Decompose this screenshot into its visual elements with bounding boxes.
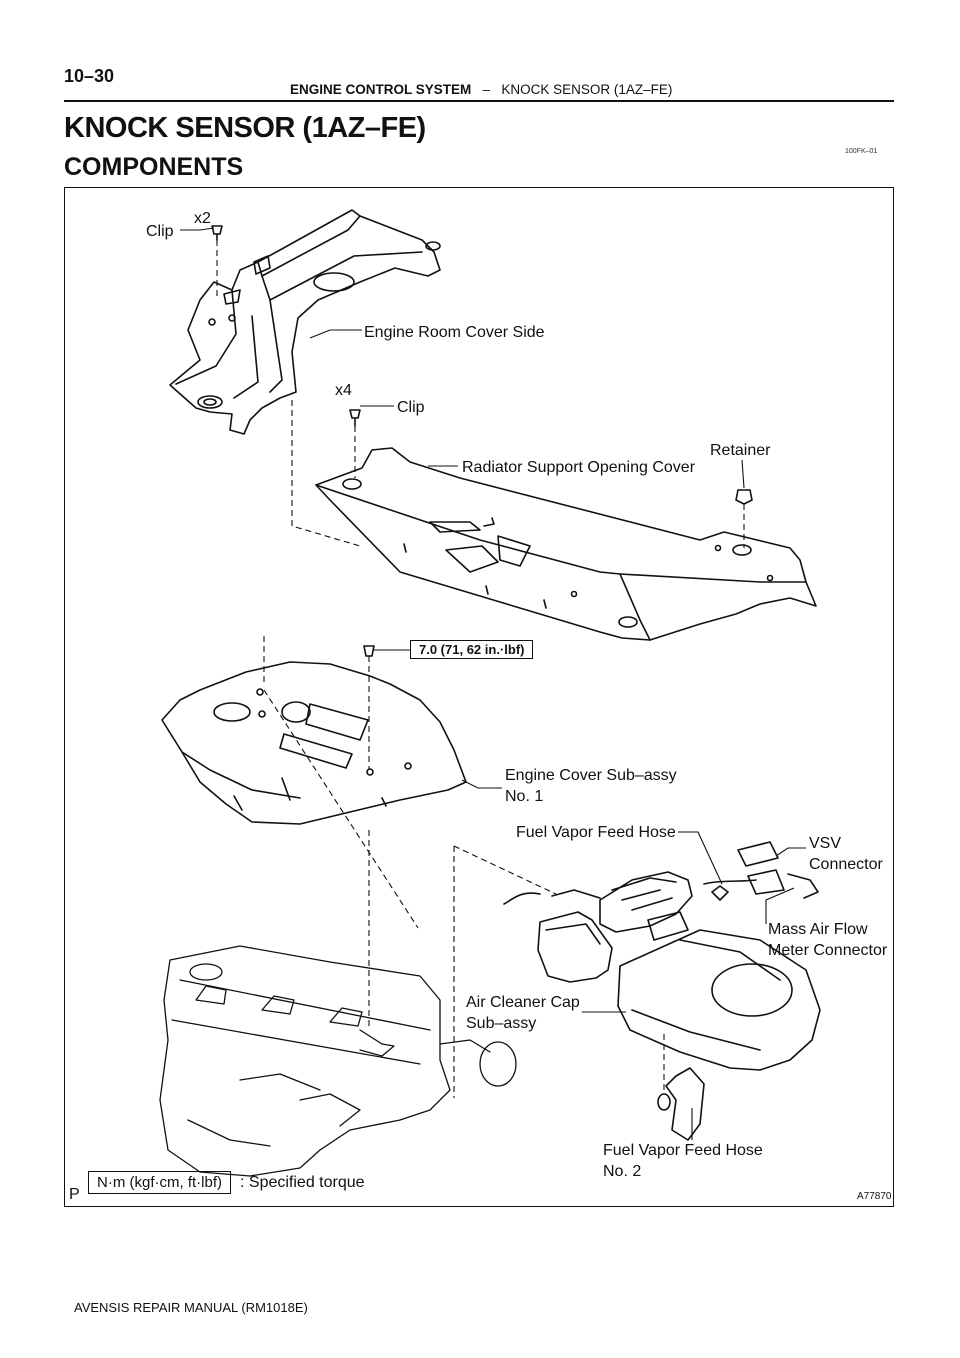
maf-label-line1: Mass Air Flow bbox=[768, 921, 868, 938]
air-cleaner-label-line1: Air Cleaner Cap bbox=[466, 994, 580, 1011]
fuel-vapor-no2-line2: No. 2 bbox=[603, 1163, 642, 1180]
engine-block-part bbox=[159, 945, 517, 1177]
page-number: 10–30 bbox=[64, 66, 115, 86]
section-title: COMPONENTS bbox=[64, 153, 244, 181]
header-separator: – bbox=[482, 82, 491, 97]
diagram-frame bbox=[64, 187, 894, 1207]
document-code: 100FK–01 bbox=[845, 148, 878, 155]
footer: AVENSIS REPAIR MANUAL (RM1018E) bbox=[74, 1300, 308, 1315]
clip-mid-label: Clip bbox=[397, 399, 425, 416]
vsv-connector-label: VSV Connector bbox=[809, 833, 883, 875]
radiator-support-cover-part bbox=[315, 447, 817, 641]
retainer-part bbox=[735, 489, 753, 505]
engine-room-cover-side-label: Engine Room Cover Side bbox=[364, 324, 545, 341]
engine-cover-part bbox=[161, 661, 467, 825]
air-cleaner-assembly-part bbox=[503, 841, 821, 1141]
header-subsection: KNOCK SENSOR (1AZ–FE) bbox=[501, 82, 673, 97]
torque-spec-box: 7.0 (71, 62 in.·lbf) bbox=[410, 640, 534, 659]
corner-mark: P bbox=[69, 1186, 80, 1203]
clip-mid-part bbox=[349, 409, 361, 427]
vsv-label-line2: Connector bbox=[809, 856, 883, 873]
torque-legend-unit: N·m (kgf·cm, ft·lbf) bbox=[88, 1171, 231, 1194]
vsv-label-line1: VSV bbox=[809, 835, 842, 852]
running-header: ENGINE CONTROL SYSTEM – KNOCK SENSOR (1A… bbox=[290, 82, 672, 97]
fuel-vapor-feed-hose-label: Fuel Vapor Feed Hose bbox=[516, 824, 676, 841]
figure-reference: A77870 bbox=[857, 1191, 892, 1202]
torque-legend-text: : Specified torque bbox=[240, 1174, 365, 1191]
clip-top-part bbox=[211, 225, 223, 241]
page-title: KNOCK SENSOR (1AZ–FE) bbox=[64, 112, 426, 144]
clip-qty-label: x2 bbox=[194, 210, 211, 227]
clip-label: Clip bbox=[146, 223, 174, 240]
maf-label-line2: Meter Connector bbox=[768, 942, 888, 959]
fuel-vapor-no2-line1: Fuel Vapor Feed Hose bbox=[603, 1142, 763, 1159]
air-cleaner-label-line2: Sub–assy bbox=[466, 1015, 537, 1032]
header-section: ENGINE CONTROL SYSTEM bbox=[290, 82, 472, 97]
engine-cover-bolt-part bbox=[363, 645, 375, 657]
clip-mid-qty-label: x4 bbox=[335, 382, 352, 399]
retainer-label: Retainer bbox=[710, 442, 771, 459]
header-rule bbox=[64, 100, 894, 102]
radiator-support-cover-label: Radiator Support Opening Cover bbox=[462, 459, 696, 476]
engine-cover-label-line1: Engine Cover Sub–assy bbox=[505, 767, 677, 784]
engine-room-cover-side-part bbox=[169, 209, 441, 435]
engine-cover-label-line2: No. 1 bbox=[505, 788, 544, 805]
